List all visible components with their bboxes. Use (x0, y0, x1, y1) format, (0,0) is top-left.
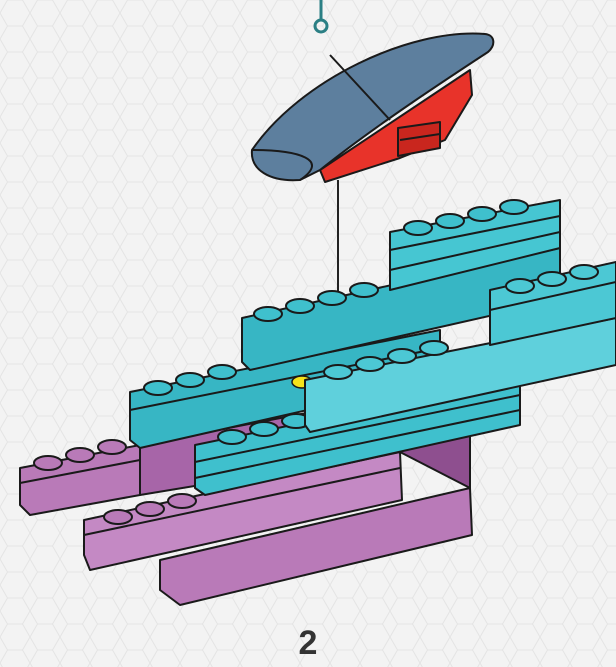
teal-brick-front (304, 261, 616, 433)
attach-pointer-icon (313, 0, 329, 34)
teal-bricks-upper (241, 199, 561, 371)
slope-brick-icon (250, 32, 495, 183)
step-number: 2 (298, 624, 318, 662)
